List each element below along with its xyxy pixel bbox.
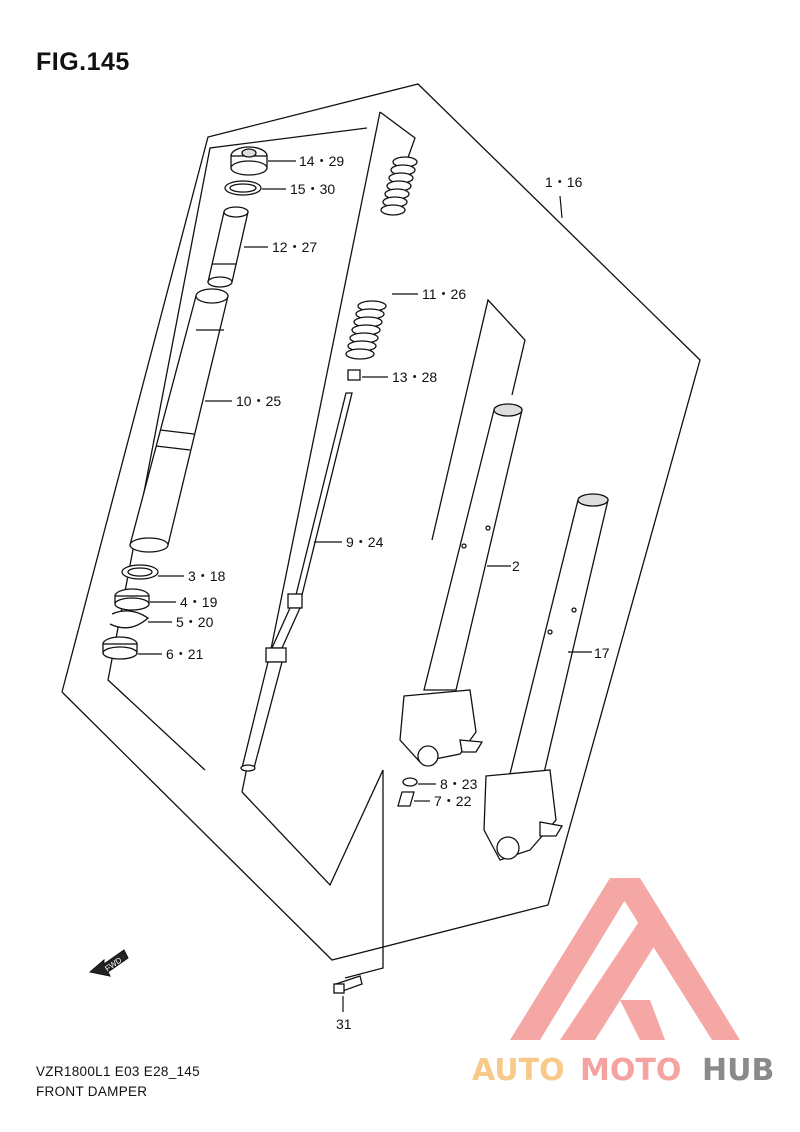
automotohub-logo-icon <box>510 878 740 1040</box>
o-ring-inner <box>229 183 257 193</box>
washer-part <box>402 777 418 787</box>
watermark-hub: HUB <box>702 1053 774 1088</box>
fwd-arrow-icon: FWD <box>88 949 129 977</box>
drain-bolt-part <box>397 791 415 807</box>
dust-seal-inner <box>127 567 153 577</box>
callout-5-20: 5・20 <box>176 614 214 630</box>
bolt-leader <box>344 955 384 979</box>
callout-15-30: 15・30 <box>290 181 335 197</box>
left-group-boundary <box>107 127 368 771</box>
watermark-auto: AUTO <box>472 1053 565 1088</box>
axle-holder-part-17 <box>483 769 564 861</box>
damper-rod-part <box>240 392 353 772</box>
callout-2: 2 <box>512 558 520 574</box>
callout-17: 17 <box>594 645 610 661</box>
callout-10-25: 10・25 <box>236 393 281 409</box>
callout-11-26: 11・26 <box>422 286 466 302</box>
callout-6-21: 6・21 <box>166 646 204 662</box>
figure-title: FIG.145 <box>36 48 130 76</box>
watermark-text: AUTO MOTO HUB <box>472 1053 774 1088</box>
bottom-bolt-head <box>333 983 345 994</box>
center-group-lower-boundary <box>241 769 384 887</box>
upper-spring-part <box>380 156 418 216</box>
right-group-boundary <box>431 298 526 541</box>
spacer-part <box>207 206 249 288</box>
callout-8-23: 8・23 <box>440 776 478 792</box>
figure-name: FRONT DAMPER <box>36 1084 148 1099</box>
oil-seal-part <box>102 636 138 660</box>
callout-31: 31 <box>336 1016 352 1032</box>
callout-13-28: 13・28 <box>392 369 437 385</box>
callout-12-27: 12・27 <box>272 239 317 255</box>
figure-code: VZR1800L1 E03 E28_145 <box>36 1064 200 1079</box>
outer-tube-part <box>129 288 229 553</box>
inner-tube-part-2 <box>423 403 523 691</box>
lock-nut-part <box>347 369 361 381</box>
circlip-part <box>109 610 150 629</box>
callout-14-29: 14・29 <box>299 153 344 169</box>
cap-bolt-part <box>230 146 268 176</box>
axle-holder-part-2 <box>399 689 484 767</box>
callout-7-22: 7・22 <box>434 793 472 809</box>
lower-spring-part <box>345 300 387 360</box>
callout-3-18: 3・18 <box>188 568 226 584</box>
stopper-ring-part <box>114 588 150 611</box>
leader-1 <box>559 195 563 219</box>
callout-1-16: 1・16 <box>545 174 583 190</box>
watermark-moto: MOTO <box>580 1053 681 1088</box>
callout-9-24: 9・24 <box>346 534 384 550</box>
assembly-boundary <box>61 83 701 961</box>
callout-4-19: 4・19 <box>180 594 218 610</box>
